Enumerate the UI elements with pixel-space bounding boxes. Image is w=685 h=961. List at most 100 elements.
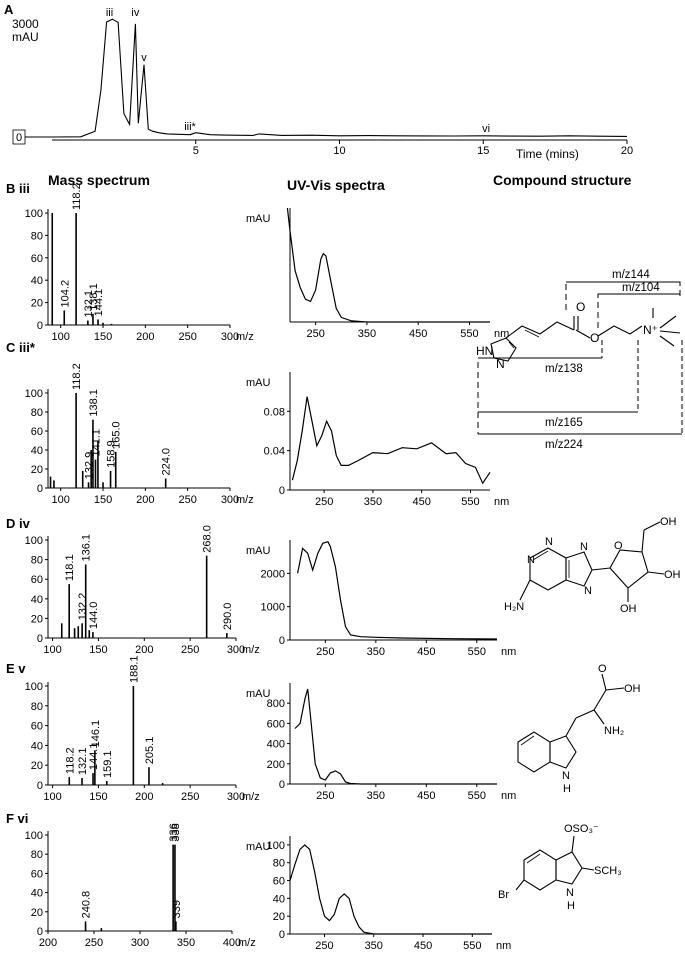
uv-ytick-label: 20 [273, 911, 285, 923]
uv-ytick-label: 0.08 [264, 406, 285, 418]
ms-peak-label: 118.2 [71, 183, 83, 210]
ms-peak-label: 144.1 [93, 289, 105, 317]
benzene-ring-v [517, 731, 551, 773]
ms-xtick-label: 200 [135, 791, 153, 803]
ms-xtick-label: 250 [181, 791, 199, 803]
uv-xtick-label: 450 [413, 496, 431, 508]
uv-ytick-label: 0.04 [264, 446, 285, 458]
ms-ytick-label: 0 [37, 320, 43, 332]
uv-ylabel: mAU [246, 213, 271, 225]
ms-ytick-label: 80 [31, 230, 43, 242]
uv-xtick-label: 550 [468, 790, 486, 802]
benzene-double-vi [526, 853, 541, 864]
amine-bond-v [593, 709, 605, 725]
atom-v-o: O [598, 663, 607, 675]
atom-vi-sch3: SCH₃ [594, 865, 622, 877]
panel-label-a: A [4, 2, 14, 17]
uv-xtick-label: 250 [306, 328, 324, 340]
atom-iv-n9: N [584, 585, 592, 597]
ms-xtick-label: 250 [181, 644, 199, 656]
uv-ytick-label: 200 [267, 759, 285, 771]
ms-peak-label: 165.0 [111, 421, 123, 449]
uv-xtick-label: 350 [364, 496, 382, 508]
methyl-3 [659, 335, 675, 347]
ms-ytick-label: 100 [25, 830, 43, 842]
atom-iv-oh2: OH [664, 569, 681, 581]
uv-xtick-label: 450 [414, 940, 432, 952]
ms-xlabel: m/z [236, 331, 254, 343]
ms-peak-label: 138.1 [88, 283, 100, 311]
ms-xtick-label: 150 [89, 644, 107, 656]
ch2oh-bond [643, 521, 661, 531]
carboxyl-oh [605, 687, 625, 691]
ms-peak-label: 188.1 [128, 655, 140, 683]
peak-label-iii: iii [106, 7, 113, 19]
fragment-label-138: m/z138 [545, 363, 583, 375]
structure-vi [515, 835, 595, 891]
benzene-double-v [520, 735, 535, 746]
fragment-label-165: m/z165 [545, 417, 583, 429]
ms-peak-label: 132.1 [83, 290, 95, 318]
uv-xtick-label: 350 [365, 940, 383, 952]
ms-xtick-label: 250 [178, 331, 196, 343]
ms-xtick-label: 300 [227, 791, 245, 803]
uv-trace [286, 207, 490, 323]
ms-peak-label: 224.0 [161, 448, 173, 476]
atom-vi-br: Br [498, 889, 509, 901]
ms-xtick-label: 200 [39, 937, 57, 949]
uv-xtick-label: 350 [358, 328, 376, 340]
imidazole-ring-iv [565, 551, 593, 587]
carboxyl-co [601, 673, 607, 691]
atom-v-n: N [562, 770, 570, 782]
ms-peak-label: 205.1 [144, 737, 156, 765]
ms-peak-label: 132.1 [77, 748, 89, 776]
uv-xtick-label: 350 [367, 646, 385, 658]
ch2-bond [641, 529, 645, 553]
uv-xtick-label: 250 [315, 496, 333, 508]
ms-xtick-label: 300 [221, 494, 239, 506]
chromatogram-xlabel: Time (mins) [516, 147, 579, 161]
ms-ytick-label: 60 [31, 574, 43, 586]
peak-label-iii*: iii* [184, 121, 196, 133]
ms-xtick-label: 200 [135, 644, 153, 656]
ms-ytick-label: 20 [31, 907, 43, 919]
ms-xtick-label: 100 [43, 791, 61, 803]
uv-ytick-label: 60 [273, 876, 285, 888]
methyl-2 [659, 330, 681, 334]
ms-ytick-label: 40 [31, 594, 43, 606]
chromatogram-ymax: 3000 [12, 17, 39, 31]
uv-trace [291, 396, 491, 485]
ms-peak-label: 268.0 [202, 525, 214, 553]
uv-ytick-label: 1000 [261, 602, 285, 614]
uv-ylabel: mAU [246, 688, 271, 700]
pyrrole-ring-v [549, 735, 577, 769]
uv-xtick-label: 450 [409, 328, 427, 340]
chromatogram-xtick-label: 10 [333, 145, 345, 157]
ms-ytick-label: 20 [31, 760, 43, 772]
ms-ytick-label: 80 [31, 849, 43, 861]
ester-bond [575, 329, 591, 339]
ms-ytick-label: 40 [31, 888, 43, 900]
uv-ylabel: mAU [246, 841, 271, 853]
ms-peak-label: 138.1 [88, 389, 100, 417]
amine-bond [519, 579, 531, 601]
ms-peak-label: 159.1 [102, 751, 114, 779]
fragment-label-144: m/z144 [612, 269, 650, 281]
ms-xlabel: m/z [238, 937, 256, 949]
atom-vi-n: N [566, 887, 574, 899]
uv-xlabel: nm [501, 790, 516, 802]
uv-trace [289, 844, 492, 935]
imidazole-ring [490, 337, 517, 362]
ms-xlabel: m/z [242, 644, 260, 656]
uv-ytick-label: 40 [273, 893, 285, 905]
peak-label-iv: iv [131, 7, 139, 19]
side-chain-1 [565, 717, 577, 737]
atom-iv-ring-o: O [614, 540, 623, 552]
vinyl-chain [505, 321, 575, 339]
